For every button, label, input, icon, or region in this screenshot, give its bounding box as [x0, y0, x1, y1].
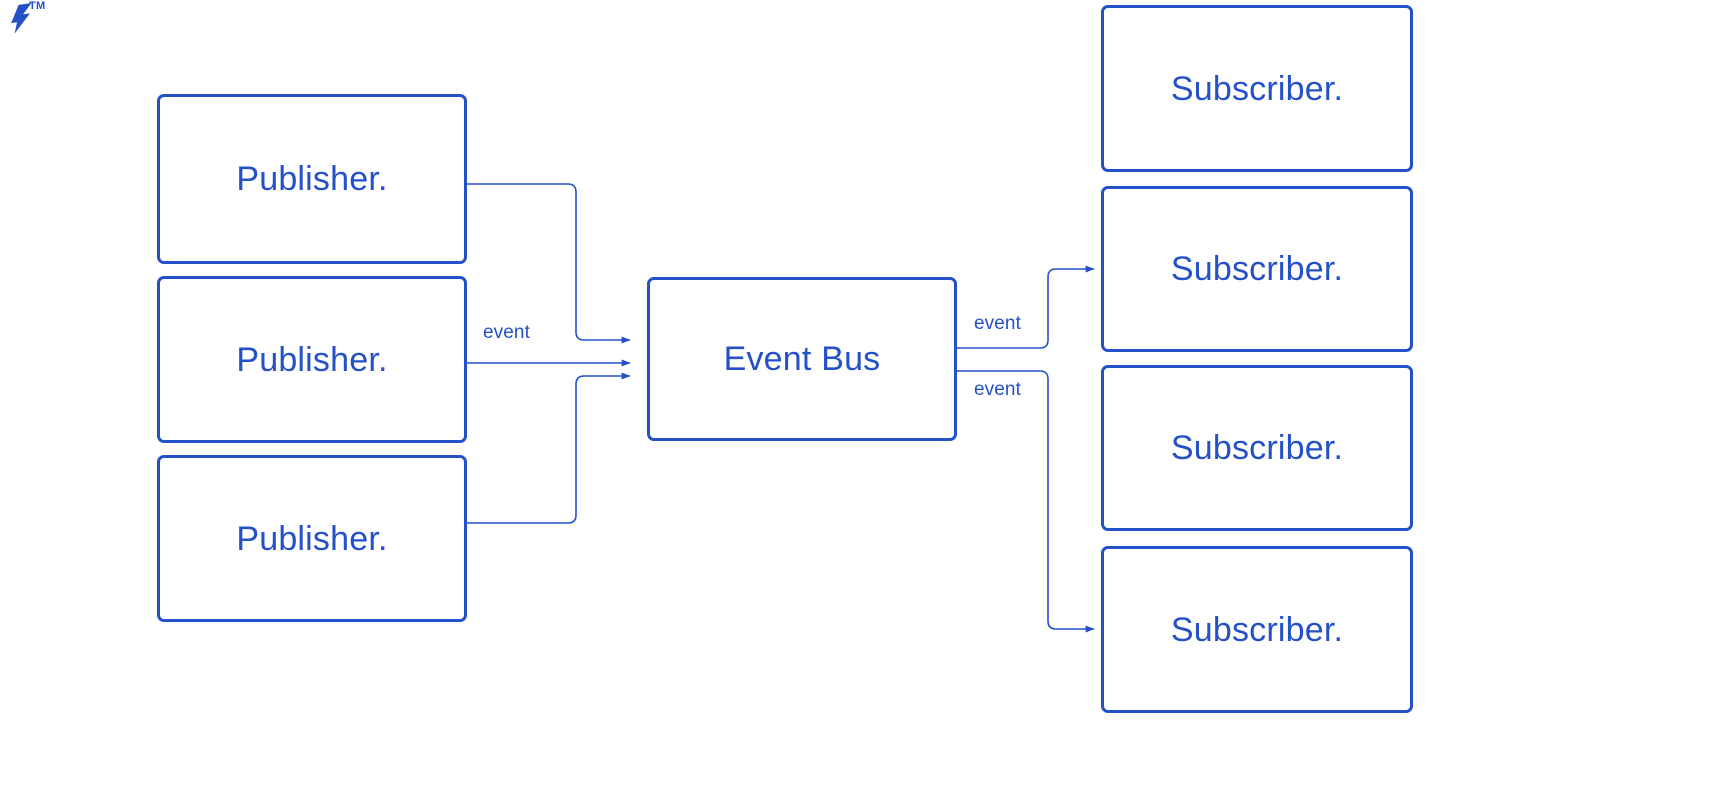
edge-publisher1-to-bus: [467, 183, 631, 344]
edge-label-inbound-event: event: [483, 322, 530, 343]
node-event-bus[interactable]: Event Bus: [647, 277, 957, 441]
node-publisher-2[interactable]: Publisher.: [157, 276, 467, 443]
node-subscriber-2-label: Subscriber.: [1170, 250, 1344, 288]
node-publisher-1-label: Publisher.: [236, 160, 388, 198]
edge-label-outbound-event-bottom: event: [974, 379, 1021, 400]
edge-label-outbound-event-top: event: [974, 313, 1021, 334]
node-publisher-3-label: Publisher.: [236, 519, 388, 558]
node-publisher-1[interactable]: Publisher.: [157, 94, 467, 264]
node-subscriber-1[interactable]: Subscriber.: [1101, 5, 1413, 172]
node-subscriber-4-label: Subscriber.: [1170, 610, 1344, 649]
node-publisher-3[interactable]: Publisher.: [157, 455, 467, 622]
node-subscriber-4[interactable]: Subscriber.: [1101, 546, 1413, 713]
node-event-bus-label: Event Bus: [723, 340, 881, 378]
edge-bus-to-subscriber2: [957, 265, 1095, 349]
edge-publisher3-to-bus: [467, 372, 631, 524]
toptal-logo-icon: [11, 3, 32, 34]
edge-bus-to-subscriber4: [957, 370, 1095, 633]
node-subscriber-2[interactable]: Subscriber.: [1101, 186, 1413, 352]
trademark-symbol: TM: [29, 0, 46, 12]
node-subscriber-3-label: Subscriber.: [1170, 429, 1344, 467]
node-subscriber-3[interactable]: Subscriber.: [1101, 365, 1413, 531]
node-subscriber-1-label: Subscriber.: [1170, 69, 1344, 108]
node-publisher-2-label: Publisher.: [236, 340, 388, 379]
